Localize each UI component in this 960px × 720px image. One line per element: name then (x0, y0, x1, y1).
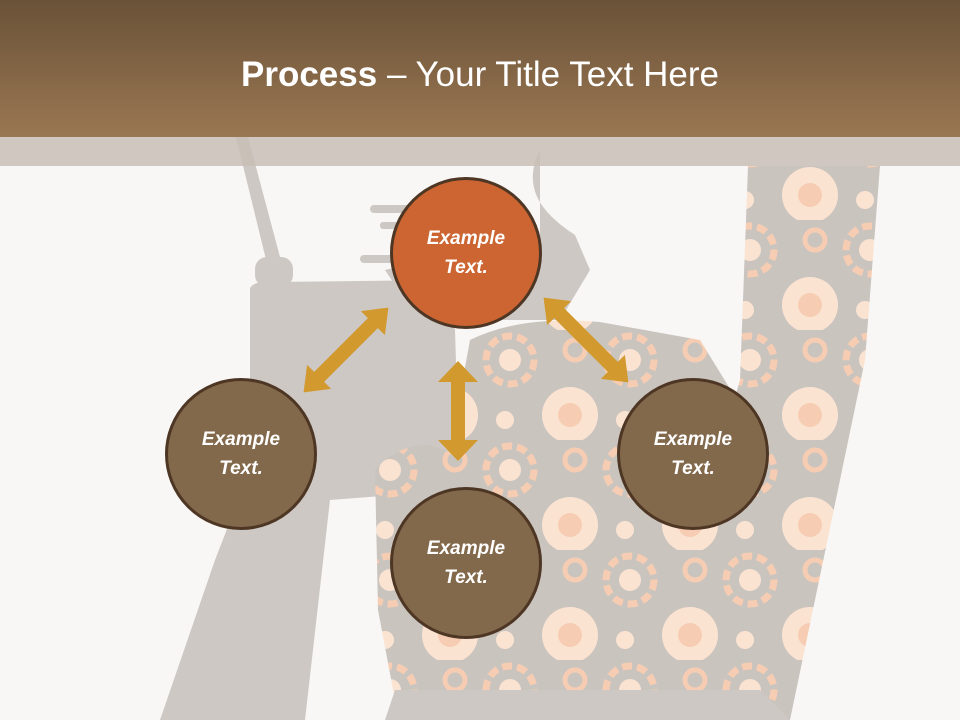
process-node-left: Example Text. (165, 378, 317, 530)
title-rest: – Your Title Text Here (377, 55, 719, 94)
process-node-top: Example Text. (390, 177, 542, 329)
arrow-vertical (438, 361, 478, 461)
node-left-text: Example Text. (201, 429, 281, 479)
arrow-top-right (543, 297, 629, 383)
title-bar-strip (0, 137, 960, 166)
process-node-bottom: Example Text. (390, 487, 542, 639)
slide-title: Process – Your Title Text Here (0, 54, 960, 96)
node-right-text: Example Text. (653, 429, 733, 479)
process-node-right: Example Text. (617, 378, 769, 530)
arrow-top-left (303, 307, 389, 393)
node-bottom-text: Example Text. (426, 538, 506, 588)
title-bar (0, 0, 960, 137)
node-top-text: Example Text. (426, 228, 506, 278)
title-bold: Process (241, 55, 378, 94)
